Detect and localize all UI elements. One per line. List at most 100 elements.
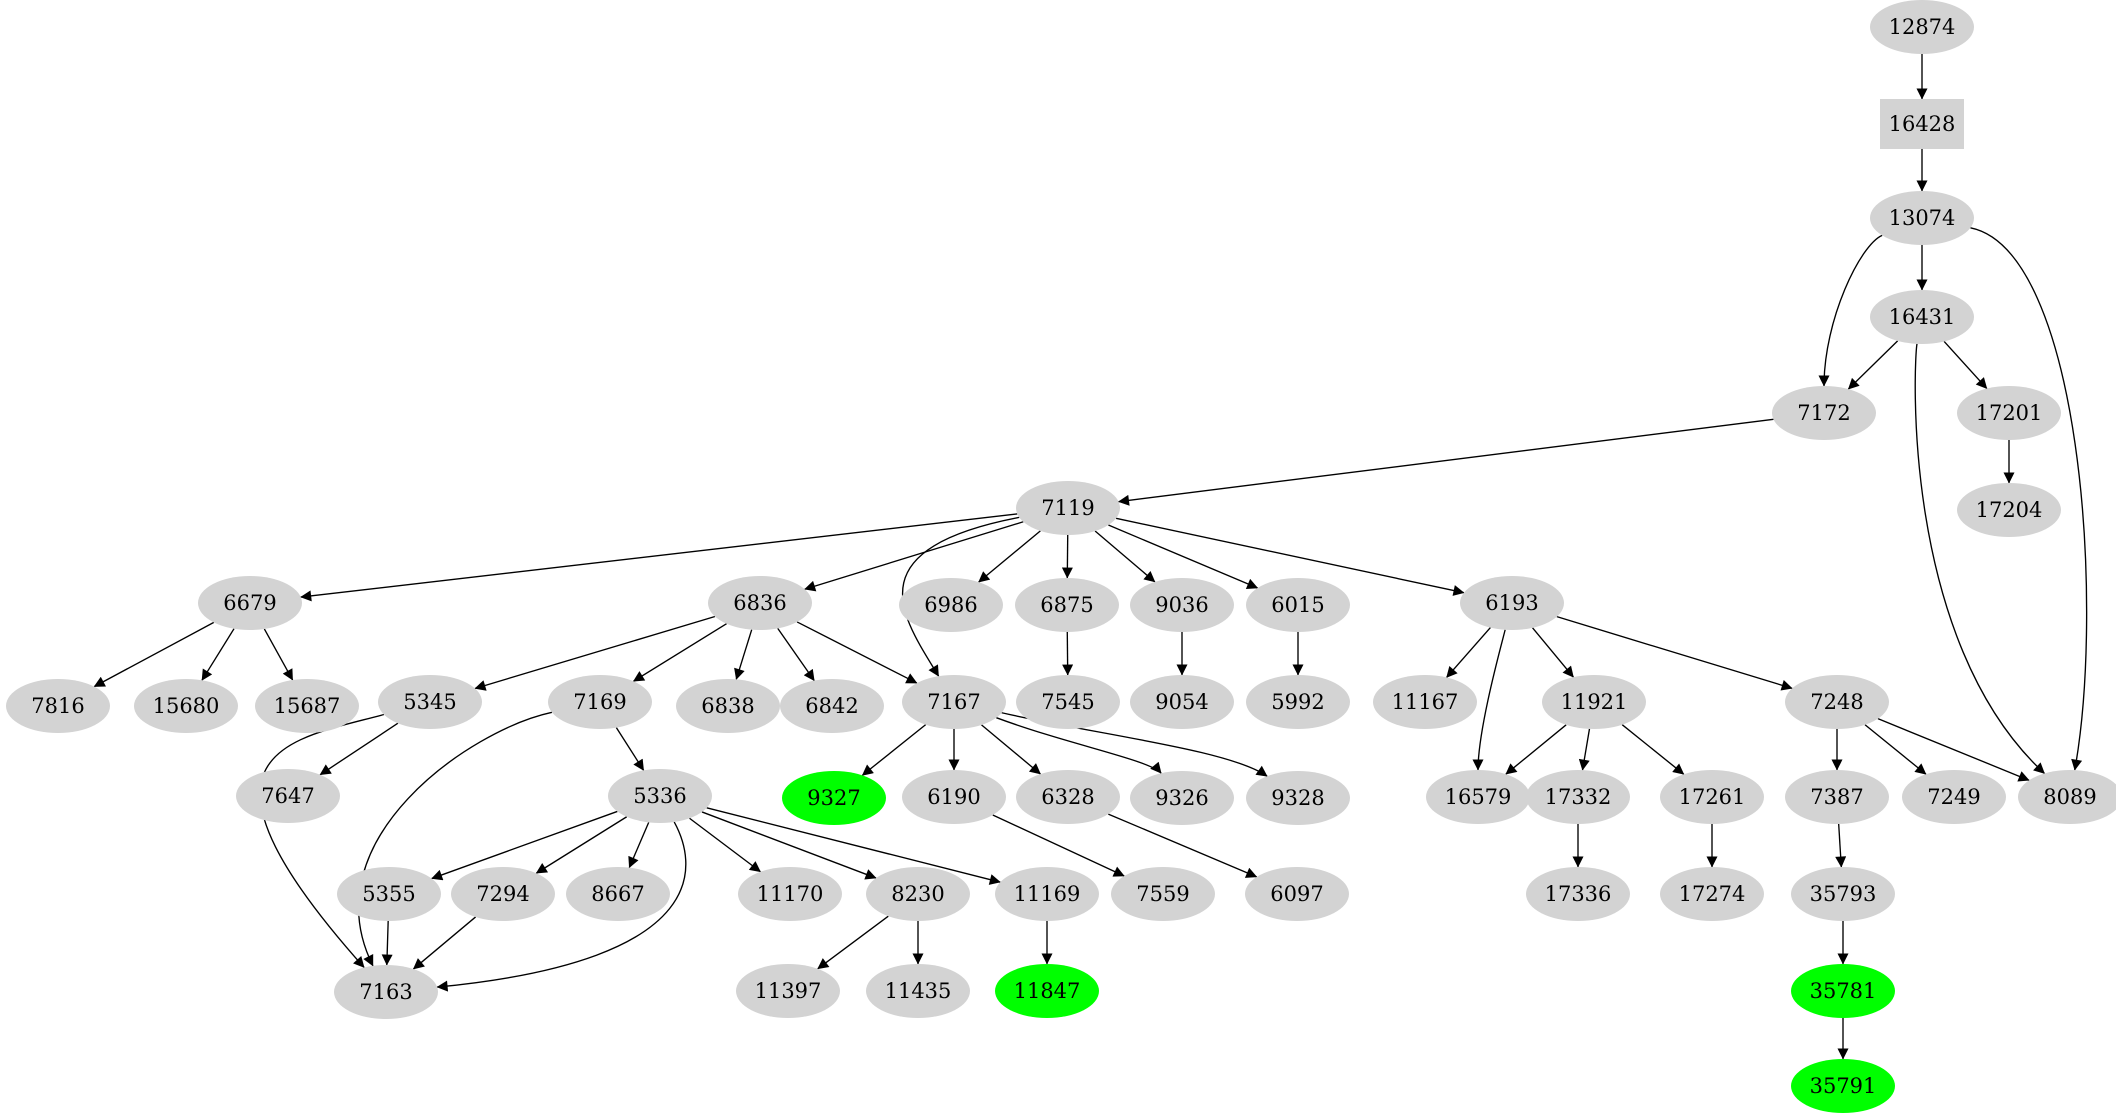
edge-5336-to-5355 — [431, 810, 618, 881]
edge-5345-to-7647 — [319, 722, 399, 776]
graph-node-16428[interactable]: 16428 — [1880, 99, 1964, 149]
graph-node-6986[interactable]: 6986 — [899, 578, 1003, 632]
node-ellipse — [1870, 290, 1974, 344]
graph-node-9036[interactable]: 9036 — [1130, 578, 1234, 632]
graph-node-6842[interactable]: 6842 — [780, 679, 884, 733]
graph-node-16431[interactable]: 16431 — [1870, 290, 1974, 344]
graph-node-17261[interactable]: 17261 — [1660, 770, 1764, 824]
edge-6193-to-11167 — [1446, 627, 1491, 678]
edge-7167-to-9327 — [861, 724, 927, 776]
node-ellipse — [1111, 867, 1215, 921]
graph-node-15687[interactable]: 15687 — [255, 679, 359, 733]
edge-7387-to-35793 — [1835, 823, 1847, 868]
graph-node-7647[interactable]: 7647 — [236, 769, 340, 823]
graph-node-11847[interactable]: 11847 — [995, 964, 1099, 1018]
graph-node-35781[interactable]: 35781 — [1791, 964, 1895, 1018]
graph-node-16579[interactable]: 16579 — [1426, 770, 1530, 824]
graph-node-6015[interactable]: 6015 — [1246, 578, 1350, 632]
graph-node-9326[interactable]: 9326 — [1130, 771, 1234, 825]
graph-node-7545[interactable]: 7545 — [1016, 675, 1120, 729]
node-label: 7647 — [261, 784, 314, 808]
graph-node-7172[interactable]: 7172 — [1772, 386, 1876, 440]
node-label: 5336 — [633, 784, 686, 808]
edge-7119-to-6836 — [804, 521, 1024, 592]
edge-6193-to-7248 — [1556, 616, 1793, 691]
node-ellipse — [1426, 770, 1530, 824]
graph-node-7119[interactable]: 7119 — [1016, 481, 1120, 535]
graph-node-12874[interactable]: 12874 — [1870, 0, 1974, 54]
graph-node-11435[interactable]: 11435 — [866, 964, 970, 1018]
graph-node-6193[interactable]: 6193 — [1460, 576, 1564, 630]
graph-node-7387[interactable]: 7387 — [1785, 770, 1889, 824]
graph-node-17201[interactable]: 17201 — [1957, 386, 2061, 440]
edge-6328-to-6097 — [1108, 813, 1258, 878]
graph-node-9054[interactable]: 9054 — [1130, 675, 1234, 729]
edge-16431-to-17201 — [1943, 340, 1988, 390]
graph-node-35793[interactable]: 35793 — [1791, 867, 1895, 921]
graph-node-11170[interactable]: 11170 — [738, 867, 842, 921]
node-ellipse — [1785, 770, 1889, 824]
graph-node-7163[interactable]: 7163 — [334, 965, 438, 1019]
graph-node-7169[interactable]: 7169 — [548, 675, 652, 729]
graph-node-9327[interactable]: 9327 — [782, 771, 886, 825]
graph-node-17274[interactable]: 17274 — [1660, 867, 1764, 921]
node-ellipse — [1526, 867, 1630, 921]
graph-node-17204[interactable]: 17204 — [1957, 483, 2061, 537]
node-ellipse — [548, 675, 652, 729]
node-ellipse — [738, 867, 842, 921]
node-label: 5345 — [403, 690, 456, 714]
edge-7119-to-6986 — [978, 530, 1041, 583]
graph-node-15680[interactable]: 15680 — [134, 679, 238, 733]
edge-5336-to-7294 — [535, 816, 628, 874]
graph-node-8089[interactable]: 8089 — [2018, 770, 2116, 824]
graph-node-11921[interactable]: 11921 — [1542, 675, 1646, 729]
edge-6836-to-7167 — [796, 621, 918, 684]
node-label: 8667 — [591, 882, 644, 906]
node-label: 6842 — [805, 694, 858, 718]
node-label: 7163 — [359, 980, 412, 1004]
node-ellipse — [1870, 191, 1974, 245]
graph-node-6875[interactable]: 6875 — [1015, 578, 1119, 632]
graph-node-8667[interactable]: 8667 — [566, 867, 670, 921]
edge-13074-to-8089 — [1970, 227, 2088, 771]
graph-node-7559[interactable]: 7559 — [1111, 867, 1215, 921]
edge-7172-to-7119 — [1117, 418, 1774, 506]
graph-node-7249[interactable]: 7249 — [1902, 770, 2006, 824]
node-label: 16431 — [1889, 305, 1956, 329]
graph-node-9328[interactable]: 9328 — [1246, 771, 1350, 825]
node-ellipse — [902, 675, 1006, 729]
graph-node-7248[interactable]: 7248 — [1785, 675, 1889, 729]
node-ellipse — [736, 964, 840, 1018]
graph-node-5992[interactable]: 5992 — [1246, 675, 1350, 729]
node-ellipse — [1791, 964, 1895, 1018]
graph-node-7294[interactable]: 7294 — [451, 867, 555, 921]
node-ellipse — [255, 679, 359, 733]
graph-node-35791[interactable]: 35791 — [1791, 1059, 1895, 1113]
node-label: 16428 — [1889, 112, 1956, 136]
graph-node-6679[interactable]: 6679 — [198, 576, 302, 630]
graph-node-8230[interactable]: 8230 — [866, 867, 970, 921]
graph-node-6838[interactable]: 6838 — [676, 679, 780, 733]
graph-node-7167[interactable]: 7167 — [902, 675, 1006, 729]
graph-node-11397[interactable]: 11397 — [736, 964, 840, 1018]
node-label: 7294 — [476, 882, 529, 906]
graph-node-17332[interactable]: 17332 — [1526, 770, 1630, 824]
graph-node-6836[interactable]: 6836 — [708, 576, 812, 630]
graph-node-7816[interactable]: 7816 — [6, 679, 110, 733]
graph-node-11167[interactable]: 11167 — [1373, 675, 1477, 729]
node-ellipse — [995, 867, 1099, 921]
node-ellipse — [1130, 771, 1234, 825]
graph-node-6097[interactable]: 6097 — [1245, 867, 1349, 921]
edge-5336-to-11169 — [706, 807, 1001, 885]
graph-node-11169[interactable]: 11169 — [995, 867, 1099, 921]
graph-node-6328[interactable]: 6328 — [1016, 770, 1120, 824]
graph-node-5336[interactable]: 5336 — [608, 769, 712, 823]
graph-node-5345[interactable]: 5345 — [378, 675, 482, 729]
graph-node-13074[interactable]: 13074 — [1870, 191, 1974, 245]
graph-node-17336[interactable]: 17336 — [1526, 867, 1630, 921]
edge-7248-to-7249 — [1864, 724, 1927, 775]
node-ellipse — [782, 771, 886, 825]
edge-7119-to-9036 — [1094, 530, 1156, 583]
graph-node-6190[interactable]: 6190 — [902, 770, 1006, 824]
graph-node-5355[interactable]: 5355 — [337, 867, 441, 921]
